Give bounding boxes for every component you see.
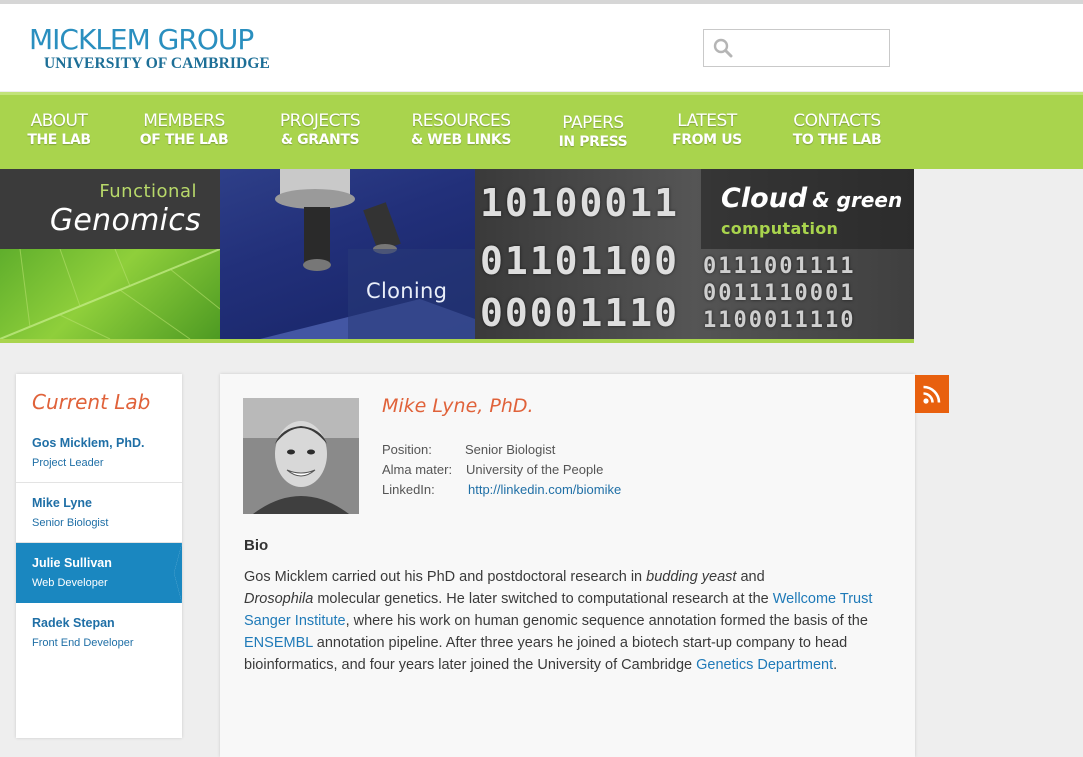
nav-papers[interactable]: PAPERS IN PRESS (556, 114, 630, 151)
bio-text-part: and (736, 569, 765, 585)
nav-papers-line1: PAPERS (562, 113, 624, 133)
search-input[interactable] (738, 34, 884, 62)
nav-about[interactable]: ABOUT THE LAB (26, 112, 92, 149)
bio-text-part: Gos Micklem carried out his PhD and post… (244, 569, 647, 585)
leaf-image (0, 249, 220, 339)
bio-text-part: annotation pipeline. After three years h… (244, 635, 848, 673)
sidebar-item-name: Radek Stepan (32, 616, 115, 630)
lab-sidebar: Current Lab Gos Micklem, PhD. Project Le… (16, 374, 182, 738)
leaf-veins-graphic (0, 249, 220, 339)
sidebar-item-role: Front End Developer (32, 637, 134, 649)
bio-text: Gos Micklem carried out his PhD and post… (244, 566, 904, 676)
binary-row-right-3: 1100011110 (703, 308, 856, 333)
position-label: Position: (382, 442, 432, 457)
nav-members-line1: MEMBERS (143, 111, 225, 131)
nav-members-line2: OF THE LAB (139, 132, 229, 148)
sidebar-item-name: Julie Sullivan (32, 556, 112, 570)
nav-papers-line2: IN PRESS (558, 134, 628, 150)
search-box[interactable] (703, 29, 890, 67)
banner-cloud-title: Cloud & green (721, 183, 902, 214)
logo-main-text[interactable]: MICKLEM GROUP (29, 23, 254, 56)
rss-icon[interactable] (915, 375, 949, 413)
profile-panel: Mike Lyne, PhD. Position: Senior Biologi… (220, 374, 915, 757)
active-notch (166, 543, 182, 603)
genetics-department-link[interactable]: Genetics Department (696, 657, 834, 673)
nav-latest[interactable]: LATEST FROM US (668, 112, 746, 149)
nav-projects[interactable]: PROJECTS & GRANTS (273, 112, 367, 149)
profile-name: Mike Lyne, PhD. (382, 395, 534, 417)
sidebar-item-radek-stepan[interactable]: Radek Stepan Front End Developer (16, 603, 182, 663)
nav-contacts[interactable]: CONTACTS TO THE LAB (786, 112, 888, 149)
banner-cloud-text: Cloud (721, 183, 808, 214)
sidebar-item-name: Gos Micklem, PhD. (32, 436, 145, 450)
sidebar-title: Current Lab (32, 390, 151, 414)
microscope-image: Cloning (220, 169, 475, 339)
nav-projects-line2: & GRANTS (280, 132, 360, 148)
binary-row-3: 00001110 (480, 291, 680, 335)
banner-bottom-border (0, 339, 914, 343)
nav-about-line2: THE LAB (27, 132, 91, 148)
banner-functional-text: Functional (99, 181, 197, 202)
sidebar-item-role: Web Developer (32, 577, 108, 589)
search-icon[interactable] (713, 38, 733, 58)
rss-button[interactable] (915, 375, 949, 413)
binary-row-right-1: 0111001111 (703, 254, 856, 279)
alma-mater-value: University of the People (466, 462, 604, 477)
bio-emphasis-drosophila: Drosophila (244, 591, 314, 607)
nav-projects-line1: PROJECTS (279, 111, 361, 131)
binary-row-1: 10100011 (480, 181, 680, 225)
hero-banner: Functional Genomics Cloning 10100011 011… (0, 169, 914, 339)
main-nav: ABOUT THE LAB MEMBERS OF THE LAB PROJECT… (0, 92, 1083, 169)
binary-row-2: 01101100 (480, 239, 680, 283)
top-border (0, 0, 1083, 4)
position-value: Senior Biologist (465, 442, 556, 457)
binary-row-right-2: 0011110001 (703, 281, 856, 306)
bio-text-part: . (833, 657, 838, 673)
nav-resources-line1: RESOURCES (411, 111, 511, 131)
ensembl-link[interactable]: ENSEMBL (244, 635, 313, 651)
nav-contacts-line2: TO THE LAB (792, 132, 882, 148)
sidebar-item-julie-sullivan[interactable]: Julie Sullivan Web Developer (16, 543, 182, 603)
banner-computation-text: computation (721, 219, 839, 238)
sidebar-item-mike-lyne[interactable]: Mike Lyne Senior Biologist (16, 483, 182, 543)
sanger-institute-link[interactable]: Wellcome Trust Sanger Institute (244, 591, 873, 629)
sidebar-item-role: Senior Biologist (32, 517, 109, 529)
bio-text-part: molecular genetics. He later switched to… (313, 591, 773, 607)
nav-contacts-line1: CONTACTS (793, 111, 881, 131)
banner-genomics-tile: Functional Genomics (0, 169, 220, 249)
nav-resources-line2: & WEB LINKS (410, 132, 511, 148)
sidebar-item-name: Mike Lyne (32, 496, 92, 510)
cloud-overlay (701, 169, 914, 249)
profile-photo (243, 398, 359, 514)
linkedin-label: LinkedIn: (382, 482, 435, 497)
alma-mater-label: Alma mater: (382, 462, 453, 477)
logo-sub-text[interactable]: UNIVERSITY OF CAMBRIDGE (44, 55, 270, 72)
cloning-overlay (348, 249, 475, 339)
bio-heading: Bio (244, 537, 269, 554)
nav-resources[interactable]: RESOURCES & WEB LINKS (406, 112, 516, 149)
bio-emphasis-budding-yeast: budding yeast (646, 569, 737, 585)
nav-latest-line1: LATEST (677, 111, 737, 131)
nav-members[interactable]: MEMBERS OF THE LAB (136, 112, 232, 149)
nav-about-line1: ABOUT (30, 111, 88, 131)
banner-genomics-text: Genomics (49, 203, 201, 238)
nav-latest-line2: FROM US (672, 132, 742, 148)
binary-image: 10100011 01101100 00001110 0111001111 00… (475, 169, 914, 339)
sidebar-item-role: Project Leader (32, 457, 104, 469)
banner-cloning-text: Cloning (366, 279, 448, 303)
sidebar-item-gos-micklem[interactable]: Gos Micklem, PhD. Project Leader (16, 423, 182, 483)
site-header: MICKLEM GROUP UNIVERSITY OF CAMBRIDGE (0, 4, 1083, 91)
profile-photo-graphic (243, 398, 359, 514)
banner-and-green-text: & green (812, 188, 903, 212)
bio-text-part: , where his work on human genomic sequen… (345, 613, 868, 629)
linkedin-link[interactable]: http://linkedin.com/biomike (468, 482, 622, 497)
